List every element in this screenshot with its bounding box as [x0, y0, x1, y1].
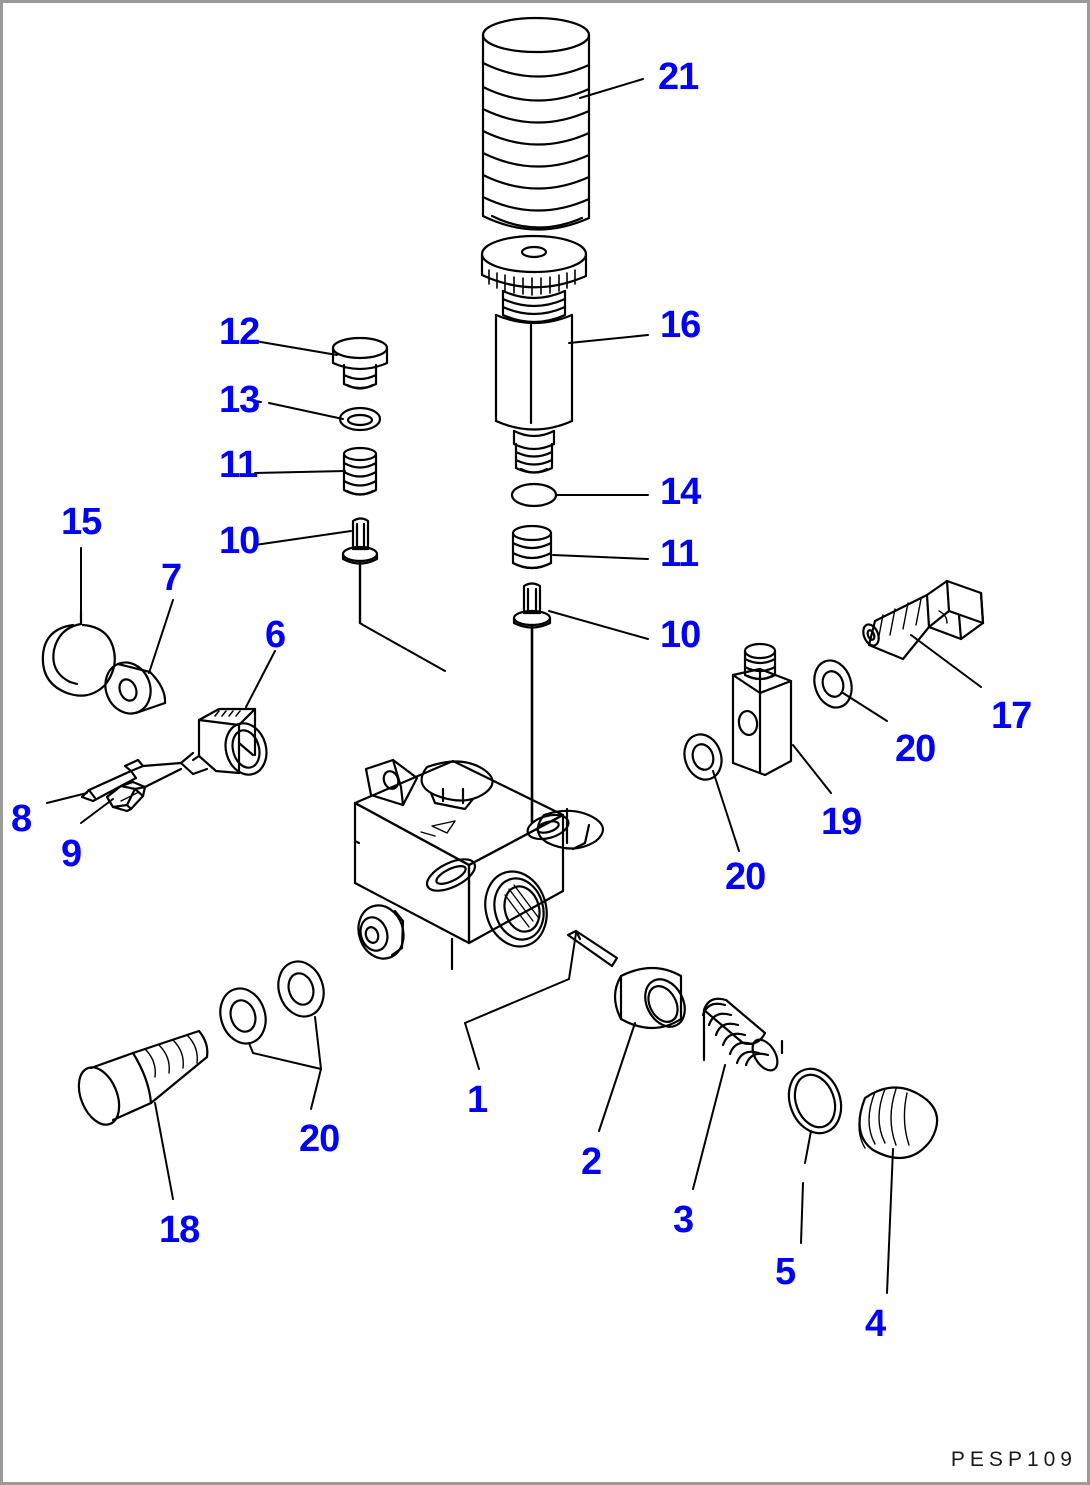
callout-16: 16: [660, 304, 701, 346]
callout-19: 19: [821, 801, 862, 843]
part-2-sleeve: [613, 966, 686, 1029]
part-21-spring: [481, 16, 591, 231]
callout-15: 15: [61, 501, 102, 543]
callout-10: 10: [219, 520, 260, 562]
watermark-text: PESP109: [950, 1448, 1077, 1471]
callout-10: 10: [660, 614, 701, 656]
callout-3: 3: [673, 1199, 694, 1241]
part-4-plug: [858, 1086, 939, 1160]
callout-17: 17: [991, 695, 1032, 737]
part-10-pin-right: [512, 582, 552, 824]
part-17-fitting: [862, 579, 985, 661]
callout-12: 12: [219, 311, 260, 353]
part-13-washer: [338, 406, 382, 432]
part-10-pin-left: [341, 517, 446, 672]
part-14-oring: [510, 482, 558, 508]
diagram-artwork: [41, 16, 985, 1294]
callout-11: 11: [660, 533, 699, 575]
part-7-bushing: [104, 661, 167, 715]
callout-8: 8: [11, 798, 32, 840]
part-19-connector: [731, 642, 793, 777]
part-11-spring-right: [511, 524, 553, 570]
callout-18: 18: [159, 1209, 200, 1251]
callout-7: 7: [161, 557, 182, 599]
part-8-pin: [80, 758, 183, 803]
callout-2: 2: [581, 1141, 602, 1183]
callout-6: 6: [265, 614, 286, 656]
part-1-valve-body: [353, 758, 605, 971]
callout-11: 11: [219, 444, 258, 486]
callout-21: 21: [658, 56, 699, 98]
part-20-washers: [219, 659, 853, 1045]
callout-20: 20: [895, 728, 936, 770]
part-6-fitting: [179, 707, 268, 776]
part-11-spring-left: [342, 446, 378, 496]
callout-4: 4: [865, 1303, 886, 1345]
part-16-adjuster: [480, 234, 588, 474]
callout-14: 14: [660, 471, 701, 513]
leader-lines: [46, 78, 982, 1294]
callout-13: 13: [219, 379, 260, 421]
part-5-oring: [787, 1067, 843, 1135]
callout-5: 5: [775, 1251, 796, 1293]
part-3-spring: [701, 997, 784, 1072]
part-15-snap-ring: [41, 610, 116, 697]
callout-9: 9: [61, 833, 82, 875]
callout-1: 1: [467, 1079, 488, 1121]
part-12-plug: [331, 336, 389, 390]
callout-20: 20: [725, 856, 766, 898]
callout-20: 20: [299, 1118, 340, 1160]
part-18-bolt: [77, 1029, 209, 1126]
part-9-nut: [105, 767, 183, 813]
